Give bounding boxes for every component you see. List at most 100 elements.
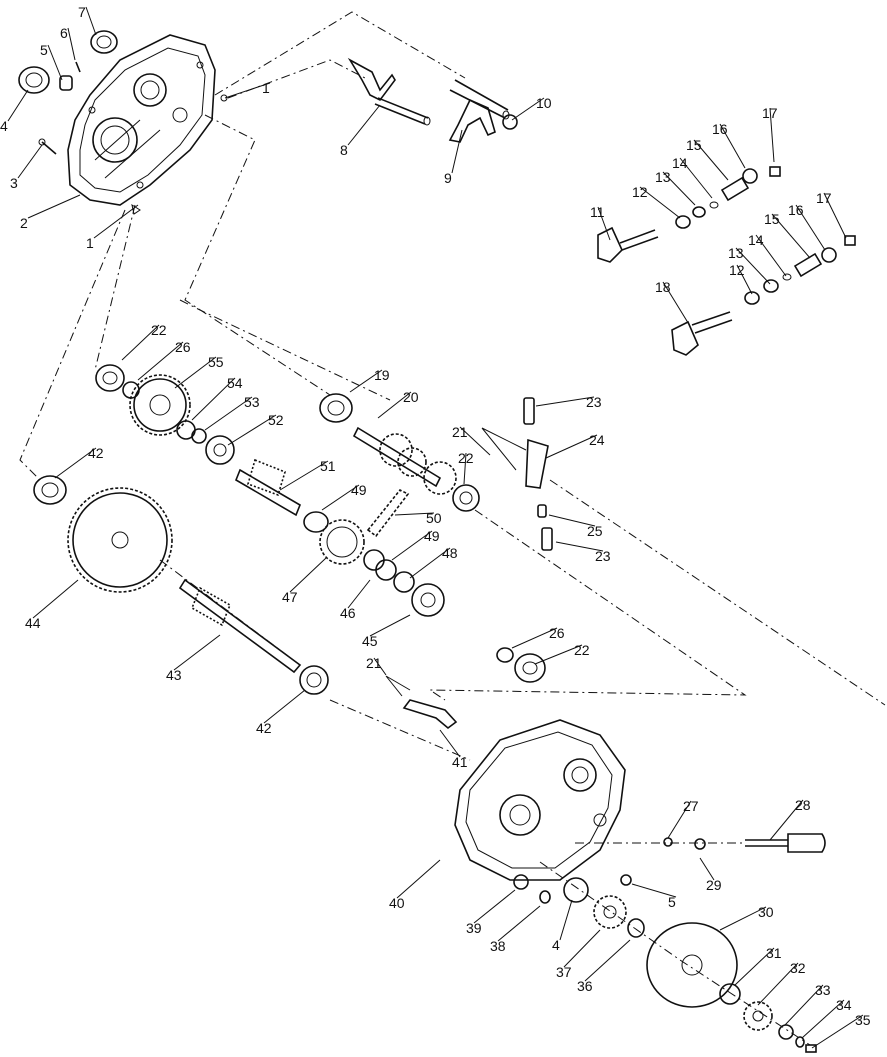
seal-7 [90,30,118,54]
shift-pieces-23-24-25 [481,397,553,551]
callout-5: 5 [631,883,677,910]
spring-21-lower [385,675,411,697]
bolt-35 [805,1044,817,1053]
callout-13: 13 [728,245,771,285]
callout-number: 16 [712,121,728,137]
callout-number: 15 [764,211,780,227]
callout-46: 46 [340,579,371,621]
callout-26: 26 [511,625,565,649]
callout-number: 6 [60,25,68,41]
callout-2: 2 [20,194,81,231]
callout-6: 6 [60,25,76,61]
callout-leader-line [563,929,601,968]
callout-number: 40 [389,895,405,911]
alignment-line [329,699,471,761]
callout-leader-line [54,447,97,479]
callout-leader-line [391,530,433,561]
callout-number: 26 [549,625,565,641]
callout-number: 1 [86,235,94,251]
gear-55 [129,374,191,436]
callout-number: 42 [256,720,272,736]
callout-35: 35 [811,1012,871,1049]
callout-leader-line [459,426,491,456]
callout-number: 15 [686,137,702,153]
callout-leader-line [597,206,611,241]
alignment-line [549,479,886,706]
callout-leader-line [263,689,306,724]
bearing-22-left [95,364,125,392]
nut-34 [795,1036,805,1048]
callout-1: 1 [86,204,139,251]
callout-leader-line [451,129,463,174]
callout-leader-line [7,89,29,122]
callout-22: 22 [534,642,590,665]
callout-42: 42 [54,445,104,479]
callout-25: 25 [548,514,603,539]
callout-leader-line [801,999,845,1039]
callout-number: 54 [227,375,243,391]
callout-number: 32 [790,960,806,976]
callout-number: 44 [25,615,41,631]
callout-leader-line [137,341,184,381]
callout-4: 4 [552,899,573,953]
callout-number: 49 [424,528,440,544]
callout-37: 37 [556,929,601,980]
callout-leader-line [121,324,160,361]
output-shaft-43 [178,578,302,674]
callout-number: 34 [836,997,852,1013]
callout-leader-line [174,356,217,389]
callout-40: 40 [389,859,441,911]
callout-number: 17 [816,190,832,206]
callout-44: 44 [25,579,79,631]
callout-number: 35 [855,1012,871,1028]
alignment-line [539,861,811,1046]
callout-leader-line [373,657,387,676]
callout-number: 24 [589,432,605,448]
callout-number: 22 [151,322,167,338]
callout-number: 13 [655,169,671,185]
callout-20: 20 [377,389,419,419]
callout-number: 17 [762,105,778,121]
callout-number: 25 [587,523,603,539]
callout-number: 14 [748,232,764,248]
callout-16: 16 [712,121,746,169]
callout-leader-line [279,460,329,491]
callout-leader-line [631,883,677,898]
callout-41: 41 [439,729,468,770]
callout-53: 53 [204,394,260,431]
callout-number: 27 [683,798,699,814]
callout-33: 33 [784,982,831,1026]
callout-number: 46 [340,605,356,621]
callout-number: 7 [78,4,86,20]
gear-shaft-20 [352,426,457,495]
shaft-51 [235,458,301,517]
callout-16: 16 [788,202,826,251]
callout-leader-line [771,213,811,259]
callout-1: 1 [224,80,271,99]
alignment-line [214,11,466,96]
callout-12: 12 [729,262,753,295]
callout-leader-line [769,107,775,163]
callout-32: 32 [757,960,806,1006]
bushing-5-lower [620,874,632,886]
callout-leader-line [735,247,771,285]
callout-leader-line [679,157,713,199]
callout-28: 28 [769,797,811,841]
callout-38: 38 [490,905,541,954]
callout-leader-line [545,434,598,459]
callout-9: 9 [444,129,463,186]
callout-51: 51 [279,458,336,491]
callout-number: 29 [706,877,722,893]
callout-number: 12 [729,262,745,278]
callout-leader-line [755,234,787,277]
callout-number: 47 [282,589,298,605]
callout-34: 34 [801,997,852,1039]
bushing-29 [694,838,706,850]
callout-layer: 1123456789101112131415161712131415161718… [0,4,871,1049]
callout-leader-line [639,186,681,219]
callout-leader-line [473,889,516,924]
alignment-line [94,204,136,371]
gear-case-40 [454,719,626,881]
